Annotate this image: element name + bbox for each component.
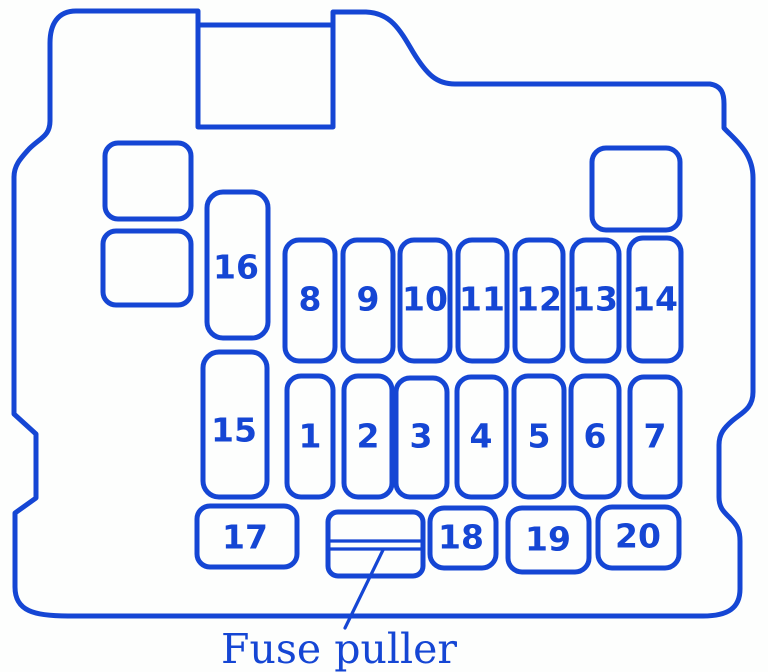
fuse-3: 3 (393, 375, 450, 500)
fuse-4: 4 (454, 374, 509, 500)
fuse-5-label: 5 (528, 417, 551, 456)
fuse-1-label: 1 (299, 417, 322, 456)
fuse-18-label: 18 (438, 518, 484, 557)
relay-block-top-right (589, 145, 683, 233)
fuse-13-slot (569, 237, 622, 364)
fuse-puller-body (325, 509, 426, 579)
fuse-14-label: 14 (632, 280, 678, 319)
fuse-6-slot (568, 373, 622, 500)
fuse-11: 11 (455, 237, 510, 364)
fuse-11-label: 11 (459, 280, 505, 319)
fuse-1-slot (284, 373, 336, 500)
fuse-9-slot (340, 237, 396, 364)
relay-block-top-left-lower (100, 228, 194, 308)
fuse-15: 15 (200, 349, 270, 500)
fuse-14-slot (626, 235, 684, 364)
fuse-5: 5 (511, 373, 567, 500)
fuse-19: 19 (505, 505, 592, 575)
fuse-7-label: 7 (644, 417, 667, 456)
fuse-12-slot (512, 237, 566, 364)
fuse-puller-caption: Fuse puller (221, 625, 457, 672)
fuse-5-slot (511, 373, 567, 500)
fuse-puller-pointer-line (343, 548, 385, 630)
fuse-11-slot (455, 237, 510, 364)
fuse-2: 2 (341, 373, 395, 500)
fuse-16-slot (204, 189, 271, 341)
fuse-20: 20 (595, 504, 682, 571)
fuse-16-label: 16 (213, 248, 259, 287)
fuse-15-label: 15 (211, 411, 257, 450)
fuse-6: 6 (568, 373, 622, 500)
fuse-15-slot (200, 349, 270, 500)
fuse-9: 9 (340, 237, 396, 364)
fuse-17-slot (194, 503, 300, 570)
fuse-9-label: 9 (357, 280, 380, 319)
fuse-7-slot (627, 374, 683, 500)
fuse-3-label: 3 (410, 417, 433, 456)
fuse-17: 17 (194, 503, 300, 570)
fuse-12: 12 (512, 237, 566, 364)
fuse-2-label: 2 (357, 417, 380, 456)
fuse-8: 8 (282, 237, 338, 364)
fuse-18: 18 (427, 505, 499, 571)
fuse-19-slot (505, 505, 592, 575)
fuse-7: 7 (627, 374, 683, 500)
fuse-20-label: 20 (615, 517, 661, 556)
fuse-13-label: 13 (572, 280, 618, 319)
fuse-10-label: 10 (402, 280, 448, 319)
fuse-16: 16 (204, 189, 271, 341)
fuse-4-slot (454, 374, 509, 500)
fuse-3-slot (393, 375, 450, 500)
fuse-13: 13 (569, 237, 622, 364)
fuse-puller-slot (325, 509, 426, 579)
fuse-10: 10 (397, 237, 453, 364)
fuse-18-slot (427, 505, 499, 571)
fuse-14: 14 (626, 235, 684, 364)
fuse-17-label: 17 (222, 518, 268, 557)
fuse-1: 1 (284, 373, 336, 500)
fuse-10-slot (397, 237, 453, 364)
fuse-4-label: 4 (470, 417, 493, 456)
fuse-6-label: 6 (584, 417, 607, 456)
fuse-20-slot (595, 504, 682, 571)
fuse-12-label: 12 (516, 280, 562, 319)
fuse-8-label: 8 (299, 280, 322, 319)
fuse-8-slot (282, 237, 338, 364)
fuse-box-outline (11, 8, 756, 619)
fuse-19-label: 19 (525, 520, 571, 559)
fuse-2-slot (341, 373, 395, 500)
relay-block-top-left-upper (102, 140, 194, 222)
